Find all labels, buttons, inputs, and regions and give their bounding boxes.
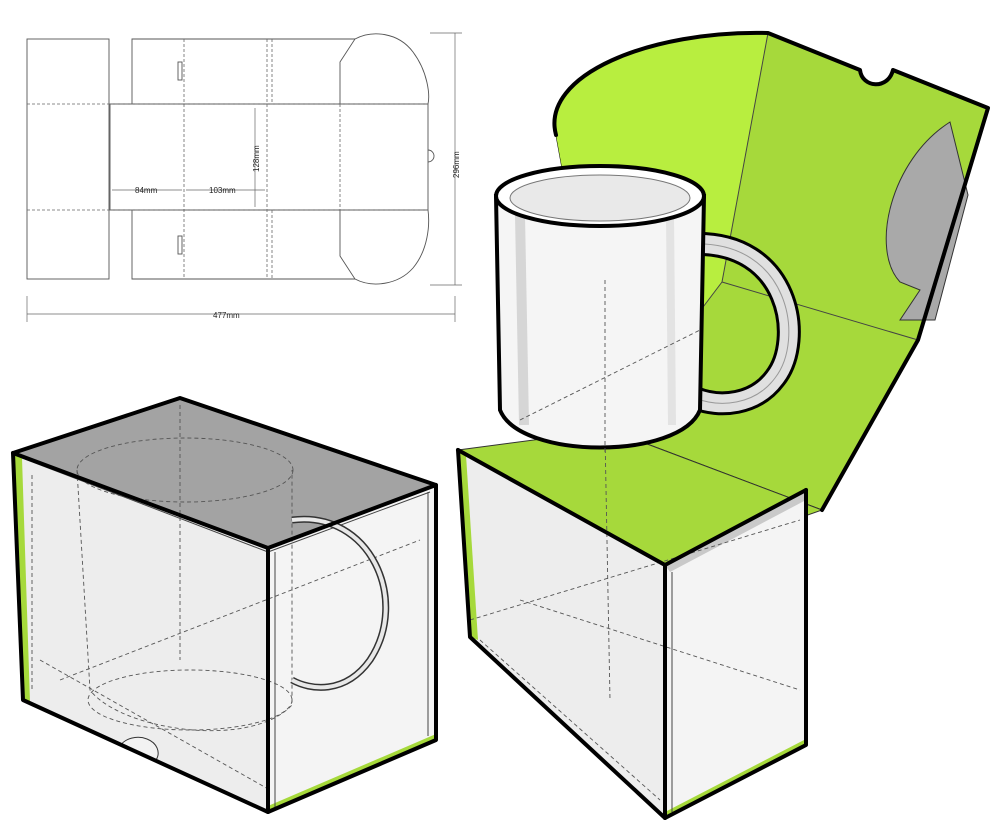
dieline-dimensions xyxy=(26,32,462,322)
dieline-fold-lines xyxy=(27,39,428,279)
dim-total-height: 296mm xyxy=(452,151,461,178)
open-box-lid-grey-tab xyxy=(885,121,969,321)
dim-panel-height: 128mm xyxy=(252,145,261,172)
mug xyxy=(493,164,801,455)
dim-side-width: 84mm xyxy=(135,186,158,195)
dim-total-width: 477mm xyxy=(213,311,240,320)
dim-front-width: 103mm xyxy=(209,186,236,195)
closed-box-outline xyxy=(11,396,438,814)
mug-body xyxy=(493,194,707,450)
